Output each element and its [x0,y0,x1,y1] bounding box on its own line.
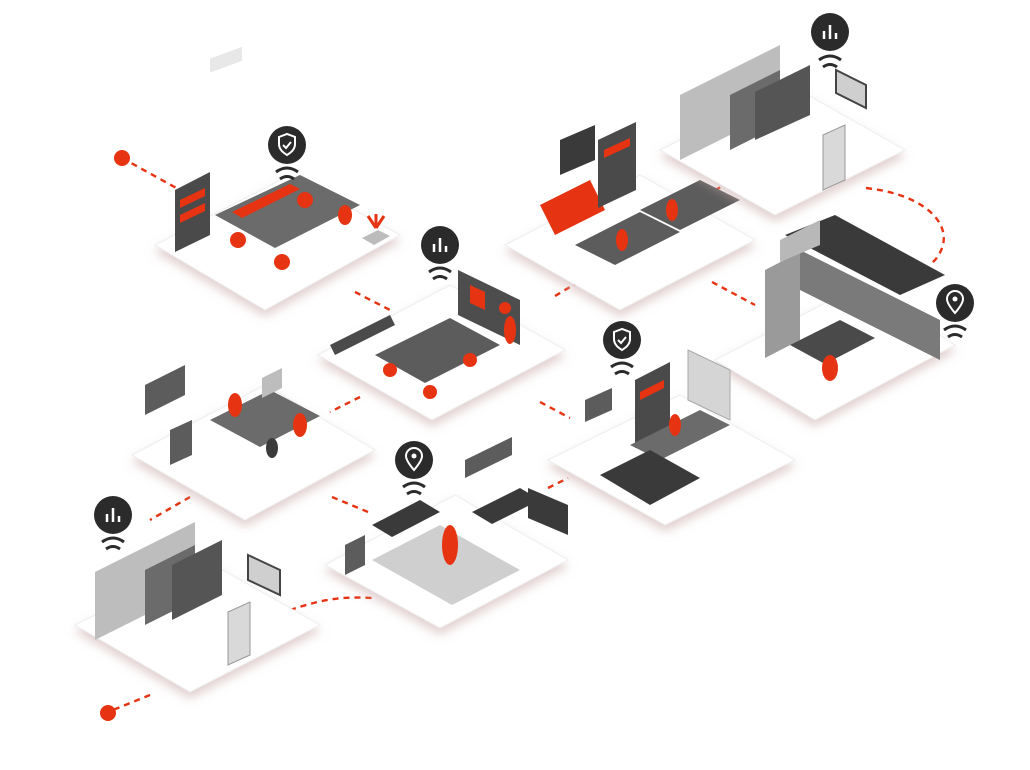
shield-icon [278,132,296,157]
signal-icon [943,324,967,339]
signal-icon [101,536,125,551]
chart-badge-1 [421,226,459,281]
room-kitchen [713,215,956,421]
signal-icon [402,481,426,496]
room-meeting [316,270,567,421]
route-start-dot [114,150,130,166]
shield-badge-2 [603,321,641,376]
location-badge-2 [395,441,433,496]
location-badge-1 [936,284,974,339]
room-open-office [153,46,402,311]
room-team-office [130,365,377,521]
location-icon [404,447,424,472]
room-lounge [503,122,757,311]
room-hallway-office [323,437,570,629]
room-restroom-top [658,45,907,216]
signal-icon [428,266,452,281]
signal-icon [818,54,842,69]
chart-icon [105,508,121,522]
chart-badge-2 [811,13,849,69]
shield-icon [613,327,631,352]
signal-icon [610,361,634,376]
chart-icon [822,25,838,39]
room-restroom-bottom [73,522,322,693]
chart-badge-3 [94,496,132,551]
route-end-dot [100,705,116,721]
signal-icon [275,166,299,181]
room-reception [546,349,797,526]
chart-icon [432,238,448,252]
shield-badge-1 [268,126,306,181]
location-icon [945,290,965,315]
